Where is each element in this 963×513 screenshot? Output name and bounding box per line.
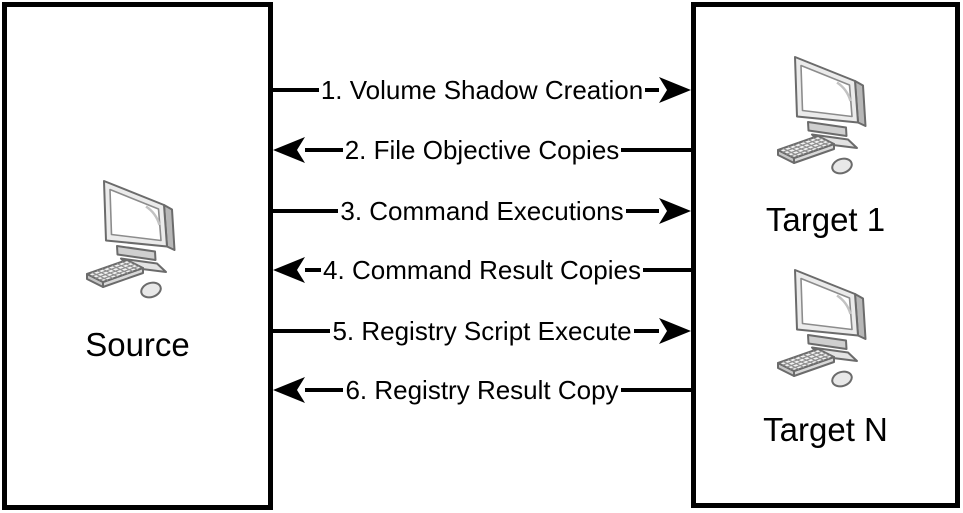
flow-arrow-1: 1. Volume Shadow Creation: [273, 72, 691, 108]
source-label: Source: [85, 326, 190, 363]
flow-6-line-left: [273, 377, 344, 403]
flow-5-line-right: [633, 318, 691, 344]
flow-1-label: 1. Volume Shadow Creation: [320, 74, 644, 105]
arrowhead-right-icon: [659, 198, 691, 224]
arrowhead-left-icon: [273, 377, 305, 403]
flow-5-line-left: [273, 329, 331, 333]
flow-3-line-left: [273, 209, 339, 213]
flow-1-line-left: [273, 88, 319, 92]
flow-arrow-3: 3. Command Executions: [273, 193, 691, 229]
flow-4-line-left: [273, 257, 322, 283]
arrowhead-right-icon: [659, 77, 691, 103]
flow-5-label: 5. Registry Script Execute: [332, 315, 632, 346]
flow-3-label: 3. Command Executions: [340, 195, 624, 226]
arrowhead-right-icon: [659, 318, 691, 344]
target-n-label: Target N: [763, 411, 888, 448]
flow-6-line-right: [620, 388, 692, 392]
arrowhead-left-icon: [273, 137, 305, 163]
arrowhead-left-icon: [273, 257, 305, 283]
target-1-label: Target 1: [765, 201, 886, 238]
flow-1-line-right: [645, 77, 691, 103]
flow-arrow-4: 4. Command Result Copies: [273, 252, 692, 288]
target-1-desktop-computer-icon: [776, 50, 880, 176]
flow-2-label: 2. File Objective Copies: [344, 134, 620, 165]
flow-arrow-5: 5. Registry Script Execute: [273, 313, 691, 349]
target-n-desktop-computer-icon: [776, 263, 880, 389]
flow-3-line-right: [625, 198, 691, 224]
flow-arrow-6: 6. Registry Result Copy: [273, 372, 692, 408]
source-desktop-computer-icon: [85, 174, 189, 300]
flow-arrow-2: 2. File Objective Copies: [273, 132, 691, 168]
flow-4-line-right: [642, 268, 692, 272]
flow-2-line-left: [273, 137, 343, 163]
flow-2-line-right: [621, 148, 691, 152]
flow-4-label: 4. Command Result Copies: [323, 254, 641, 285]
flow-6-label: 6. Registry Result Copy: [345, 374, 619, 405]
